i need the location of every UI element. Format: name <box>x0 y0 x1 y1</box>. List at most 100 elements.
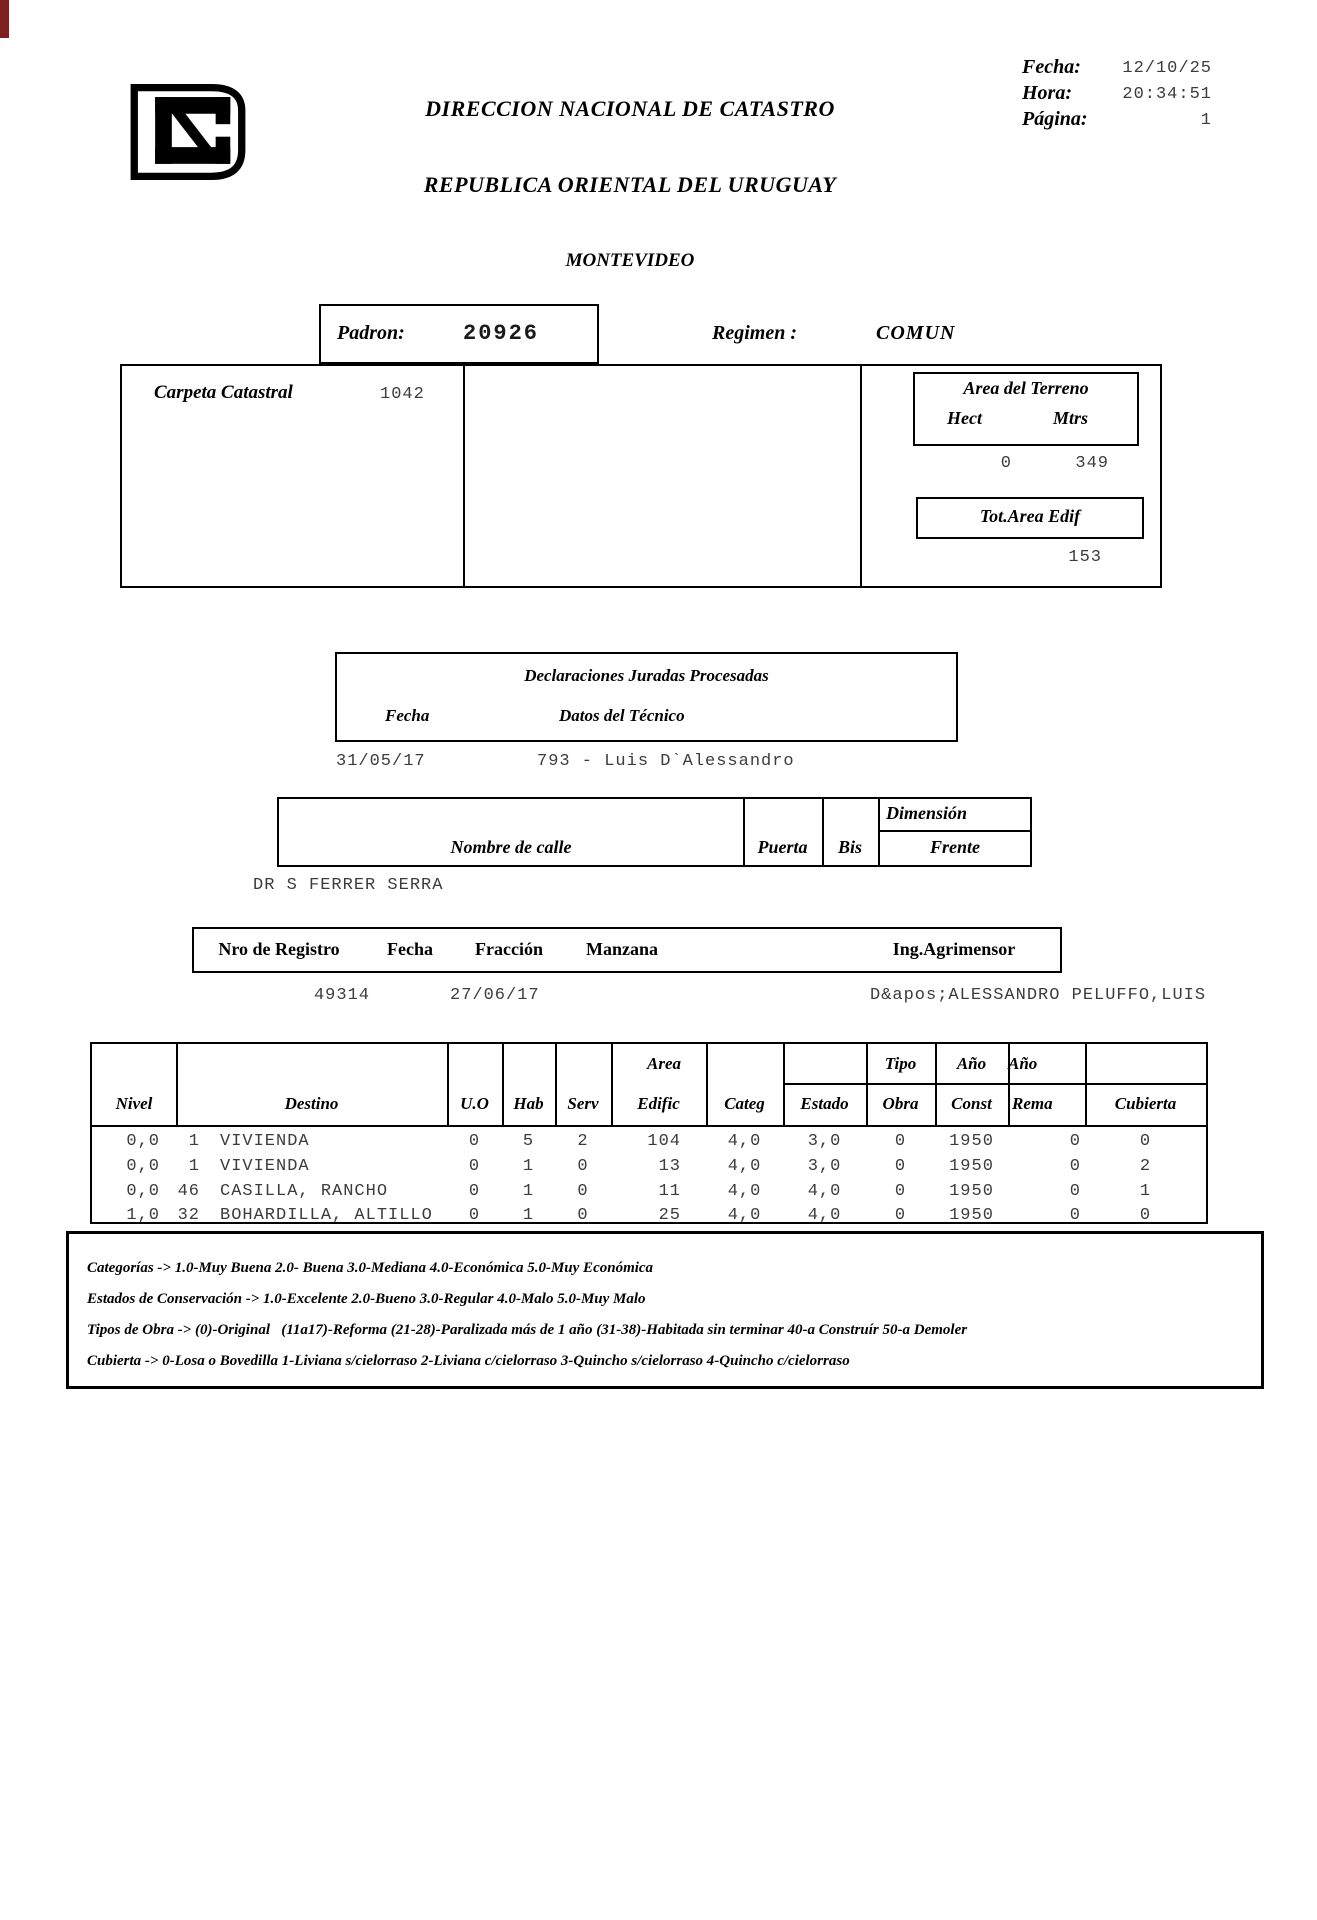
hora-label: Hora: <box>1022 82 1072 104</box>
cell-const: 1950 <box>949 1132 994 1151</box>
cell-rema: 0 <box>1069 1182 1081 1201</box>
table-row: 0,0 1 VIVIENDA 0 1 0 13 4,0 3,0 0 1950 0… <box>92 1157 1206 1181</box>
registro-fecha-label: Fecha <box>387 939 433 959</box>
cell-nivel: 0,0 <box>126 1157 160 1176</box>
registro-table: Nro de Registro Fecha Fracción Manzana I… <box>192 927 1062 973</box>
dimension-label: Dimensión <box>886 803 968 823</box>
table-row: 0,0 1 VIVIENDA 0 5 2 104 4,0 3,0 0 1950 … <box>92 1132 1206 1156</box>
pagina-label: Página: <box>1022 108 1088 130</box>
parcel-divider-2 <box>860 366 862 586</box>
cell-rema: 0 <box>1069 1132 1081 1151</box>
frente-label: Frente <box>929 837 980 857</box>
registro-nro-label: Nro de Registro <box>218 939 340 959</box>
col-line-destino <box>447 1044 449 1127</box>
tot-area-value: 153 <box>1068 548 1102 567</box>
registro-manzana-label: Manzana <box>586 939 658 959</box>
registro-fecha-value: 27/06/17 <box>450 986 540 1005</box>
declaraciones-tecnico-label: Datos del Técnico <box>559 706 685 725</box>
cell-destino-name: VIVIENDA <box>220 1157 310 1176</box>
cell-destino-name: BOHARDILLA, ALTILLO <box>220 1206 433 1225</box>
header-cubierta: Cubierta <box>1114 1094 1177 1113</box>
cell-destino-num: 32 <box>177 1206 200 1225</box>
header-rema: Rema <box>1012 1094 1053 1113</box>
header-hab: Hab <box>513 1094 544 1113</box>
cell-hab: 1 <box>522 1182 535 1201</box>
padron-box: Padron: 20926 <box>319 304 599 364</box>
leyenda-categorias: Categorías -> 1.0-Muy Buena 2.0- Buena 3… <box>87 1260 654 1276</box>
calle-value: DR S FERRER SERRA <box>253 876 444 895</box>
cell-cubierta: 0 <box>1139 1132 1152 1151</box>
carpeta-label: Carpeta Catastral <box>154 382 293 403</box>
page-edge-artifact <box>0 0 9 38</box>
table-row: 0,0 46 CASILLA, RANCHO 0 1 0 11 4,0 4,0 … <box>92 1182 1206 1206</box>
cell-categ: 4,0 <box>727 1132 762 1151</box>
cell-const: 1950 <box>949 1157 994 1176</box>
cell-serv: 0 <box>577 1157 589 1176</box>
registro-agrimensor-label: Ing.Agrimensor <box>892 939 1016 959</box>
calle-table: Nombre de calle Puerta Bis Dimensión Fre… <box>277 797 1032 867</box>
cell-area: 25 <box>658 1206 681 1225</box>
cell-cubierta: 1 <box>1139 1182 1152 1201</box>
pagina-value: 1 <box>1200 111 1212 130</box>
cell-destino-num: 1 <box>188 1132 200 1151</box>
carpeta-value: 1042 <box>380 385 425 404</box>
declaraciones-box: Declaraciones Juradas Procesadas Fecha D… <box>335 652 958 742</box>
terreno-box: Area del Terreno Hect Mtrs <box>913 372 1139 446</box>
dnc-logo <box>128 82 248 182</box>
header-obra: Obra <box>882 1094 919 1113</box>
cell-hab: 1 <box>522 1157 535 1176</box>
fecha-label: Fecha: <box>1022 56 1081 78</box>
cell-obra: 0 <box>894 1157 907 1176</box>
col-line-area <box>706 1044 708 1127</box>
calle-divider-1 <box>743 799 745 865</box>
cell-hab: 5 <box>522 1132 535 1151</box>
registro-agrimensor-value: D&apos;ALESSANDRO PELUFFO,LUIS <box>870 986 1207 1005</box>
header-bottom-line <box>92 1125 1206 1127</box>
cell-estado: 4,0 <box>807 1206 842 1225</box>
cell-rema: 0 <box>1069 1157 1081 1176</box>
cell-destino-name: CASILLA, RANCHO <box>220 1182 389 1201</box>
cell-uo: 0 <box>468 1182 481 1201</box>
header-area: Area <box>647 1054 681 1073</box>
cell-destino-num: 1 <box>188 1157 200 1176</box>
cell-uo: 0 <box>468 1132 481 1151</box>
cell-estado: 3,0 <box>807 1157 842 1176</box>
puerta-label: Puerta <box>757 837 808 857</box>
cell-rema: 0 <box>1069 1206 1081 1225</box>
col-line-obra <box>935 1044 937 1127</box>
header-categ: Categ <box>724 1094 765 1113</box>
header-mid-line <box>783 1083 1206 1085</box>
col-line-estado <box>866 1044 868 1127</box>
leyenda-tipos: Tipos de Obra -> (0)-Original (11a17)-Re… <box>87 1322 968 1338</box>
table-row: 1,0 32 BOHARDILLA, ALTILLO 0 1 0 25 4,0 … <box>92 1206 1206 1230</box>
declaraciones-fecha-label: Fecha <box>385 706 430 725</box>
cell-nivel: 0,0 <box>126 1182 160 1201</box>
cell-categ: 4,0 <box>727 1206 762 1225</box>
cell-estado: 4,0 <box>807 1182 842 1201</box>
cell-serv: 0 <box>577 1182 589 1201</box>
cell-obra: 0 <box>894 1206 907 1225</box>
declaraciones-fecha-value: 31/05/17 <box>336 752 426 771</box>
leyenda-box: Categorías -> 1.0-Muy Buena 2.0- Buena 3… <box>66 1231 1264 1389</box>
header-const: Const <box>951 1094 992 1113</box>
hora-value: 20:34:51 <box>1122 85 1212 104</box>
terreno-title: Area del Terreno <box>963 378 1089 398</box>
col-line-hab <box>555 1044 557 1127</box>
col-line-serv <box>611 1044 613 1127</box>
cell-categ: 4,0 <box>727 1157 762 1176</box>
header-destino: Destino <box>284 1094 339 1113</box>
hect-value: 0 <box>1000 454 1012 473</box>
header-tipo: Tipo <box>884 1054 917 1073</box>
tot-area-box: Tot.Area Edif <box>916 497 1144 539</box>
declaraciones-tecnico-value: 793 - Luis D`Alessandro <box>537 752 795 771</box>
cell-serv: 0 <box>577 1206 589 1225</box>
cell-cubierta: 0 <box>1139 1206 1152 1225</box>
padron-value: 20926 <box>463 321 540 346</box>
cell-const: 1950 <box>949 1206 994 1225</box>
org-title: DIRECCION NACIONAL DE CATASTRO <box>425 96 835 121</box>
cell-obra: 0 <box>894 1132 907 1151</box>
cell-hab: 1 <box>522 1206 535 1225</box>
cell-area: 11 <box>658 1182 681 1201</box>
cell-area: 13 <box>658 1157 681 1176</box>
header-serv: Serv <box>567 1094 599 1113</box>
